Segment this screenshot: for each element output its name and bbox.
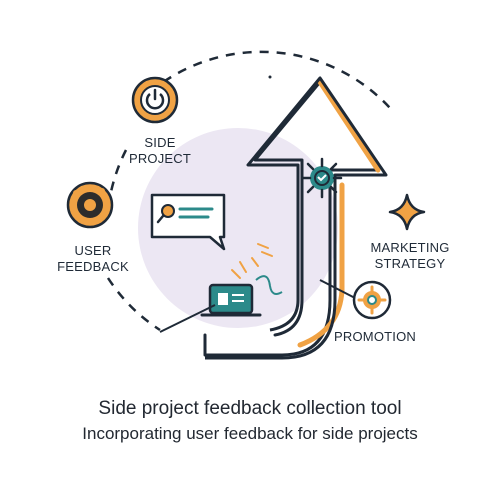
marketing-line1: MARKETING bbox=[370, 240, 450, 255]
chat-bubble-icon bbox=[150, 193, 226, 251]
decorative-sparks bbox=[231, 243, 273, 279]
marketing-strategy-label: MARKETING STRATEGY bbox=[360, 240, 460, 272]
caption-title: Side project feedback collection tool bbox=[98, 398, 402, 419]
sparkle-icon bbox=[388, 193, 426, 231]
marketing-line2: STRATEGY bbox=[374, 256, 446, 271]
promotion-text: PROMOTION bbox=[334, 329, 416, 344]
growth-arrow bbox=[203, 80, 380, 357]
laptop-icon bbox=[200, 283, 262, 317]
power-icon bbox=[131, 76, 179, 124]
side-project-label: SIDE PROJECT bbox=[120, 135, 200, 167]
user-feedback-line2: FEEDBACK bbox=[57, 259, 129, 274]
bug-icon bbox=[301, 157, 343, 199]
background-blob bbox=[138, 128, 338, 328]
arrow-outline bbox=[205, 76, 388, 360]
dashed-orbit bbox=[149, 50, 391, 109]
gear-link bbox=[255, 275, 283, 295]
orbit-dot bbox=[268, 75, 272, 79]
dashed-orbit-lower bbox=[106, 277, 161, 332]
connector-line bbox=[159, 304, 216, 333]
promotion-connector bbox=[319, 279, 356, 299]
side-project-line1: SIDE bbox=[144, 135, 176, 150]
side-project-line2: PROJECT bbox=[128, 151, 192, 166]
user-feedback-icon bbox=[66, 181, 114, 229]
caption-subtitle: Incorporating user feedback for side pro… bbox=[82, 424, 418, 443]
user-feedback-label: USER FEEDBACK bbox=[48, 243, 138, 275]
gear-icon bbox=[352, 280, 392, 320]
user-feedback-line1: USER bbox=[74, 243, 112, 258]
promotion-label: PROMOTION bbox=[325, 329, 425, 345]
